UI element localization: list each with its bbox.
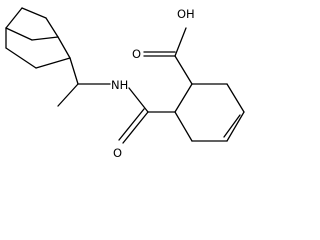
amide-group <box>118 87 176 144</box>
bond <box>118 108 145 141</box>
carboxylic-acid <box>143 27 193 85</box>
bond <box>5 47 37 69</box>
molecule-structure: OH O NH O <box>5 7 245 160</box>
bond <box>226 111 245 142</box>
bond <box>122 111 149 144</box>
bond <box>35 57 71 69</box>
bond <box>174 83 193 113</box>
bond <box>45 17 59 38</box>
bond <box>174 55 193 85</box>
bond <box>223 114 241 138</box>
bond <box>21 7 47 19</box>
bond <box>174 111 193 142</box>
amide-oxygen-label: O <box>113 146 122 160</box>
bond <box>226 83 245 113</box>
hydroxyl-label: OH <box>177 7 195 21</box>
bond <box>31 36 59 41</box>
bond <box>57 83 79 107</box>
bicyclic-cage <box>5 7 71 69</box>
bond <box>174 27 187 57</box>
bond <box>69 57 79 85</box>
acid-oxygen-label: O <box>132 47 141 61</box>
bond <box>128 87 149 113</box>
ethyl-linker <box>57 57 111 107</box>
bond <box>5 27 33 41</box>
amide-nitrogen-label: NH <box>111 78 128 92</box>
bond <box>5 7 23 29</box>
bond <box>57 36 71 59</box>
cyclohexene-ring <box>174 83 245 142</box>
